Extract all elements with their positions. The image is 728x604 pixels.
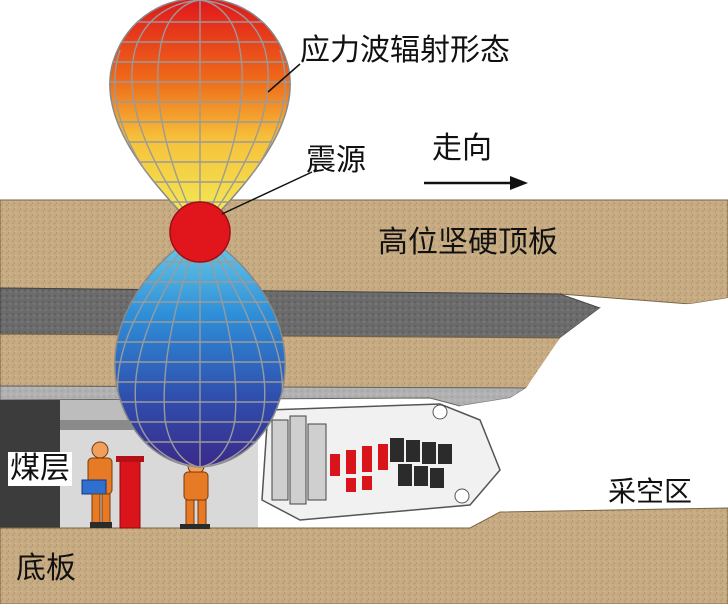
hard-roof-stratum: [0, 199, 728, 305]
label-coal-seam: 煤层: [8, 451, 72, 486]
right-arrow-icon: [424, 176, 528, 190]
leader-line-radiation: [267, 63, 301, 93]
roof-layer-dark: [0, 287, 602, 339]
label-strike-direction: 走向: [432, 131, 492, 166]
label-floor: 底板: [16, 551, 76, 586]
miner-figure-icon: [81, 441, 113, 528]
label-seismic-source: 震源: [306, 143, 366, 178]
goaf-area: [460, 298, 728, 512]
red-prop: [119, 457, 141, 529]
radiation-lobe-lower: [114, 231, 286, 468]
floor-stratum: [0, 507, 728, 604]
radiation-lobe-upper: [109, 0, 291, 234]
label-goaf: 采空区: [608, 475, 693, 508]
label-hard-roof: 高位坚硬顶板: [378, 225, 558, 260]
seismic-source: [169, 201, 231, 263]
label-radiation-pattern: 应力波辐射形态: [300, 33, 510, 68]
hydraulic-support-icon: [261, 403, 501, 521]
leader-line-source: [221, 171, 313, 215]
